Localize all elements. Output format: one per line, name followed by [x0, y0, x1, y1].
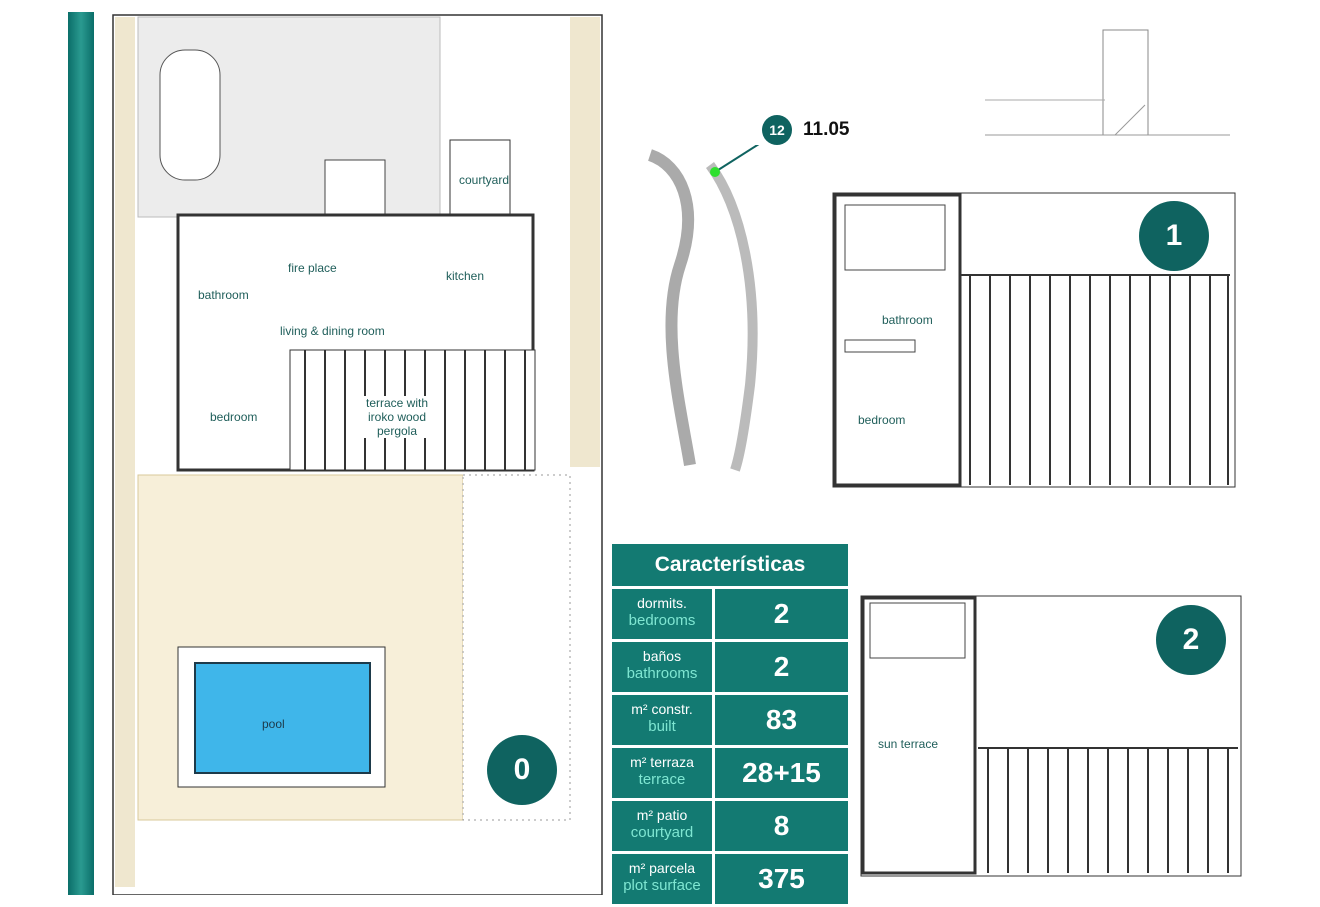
- room-label: fire place: [288, 261, 337, 275]
- features-title: Características: [612, 544, 848, 586]
- location-dot: [710, 167, 720, 177]
- room-label: terrace with iroko wood pergola: [352, 396, 442, 438]
- level-badge-1: 1: [1139, 201, 1209, 271]
- value: 2: [715, 589, 848, 639]
- label-es: m² constr.: [631, 701, 693, 717]
- value: 8: [715, 801, 848, 851]
- room-label: bathroom: [198, 288, 249, 302]
- label-en: bathrooms: [626, 665, 698, 682]
- table-row: dormits.bedrooms 2: [612, 589, 848, 639]
- planting-strip-right: [570, 17, 600, 467]
- value: 375: [715, 854, 848, 904]
- table-row: m² constr.built 83: [612, 695, 848, 745]
- elevation-sketch: [985, 29, 1230, 136]
- location-map: [647, 145, 760, 472]
- label-en: plot surface: [623, 877, 701, 894]
- level-badge-0: 0: [487, 735, 557, 805]
- label-es: baños: [642, 648, 682, 664]
- room-label: bathroom: [882, 313, 933, 327]
- room-label: bedroom: [210, 410, 258, 424]
- label-es: m² terraza: [630, 754, 694, 770]
- room-label: living & dining room: [280, 324, 385, 338]
- value: 83: [715, 695, 848, 745]
- room-label: sun terrace: [878, 737, 939, 751]
- label-en: bedrooms: [628, 612, 696, 629]
- first-floor-plan: [832, 192, 1236, 488]
- label-es: m² parcela: [628, 860, 696, 876]
- value: 2: [715, 642, 848, 692]
- room-label: kitchen: [446, 269, 485, 283]
- label-en: built: [648, 718, 676, 735]
- value: 28+15: [715, 748, 848, 798]
- planting-strip-left: [115, 17, 135, 887]
- ground-floor-plan: [112, 14, 603, 895]
- level-badge-2: 2: [1156, 605, 1226, 675]
- stairs: [324, 159, 386, 216]
- location-marker: 12: [762, 115, 792, 145]
- pool: [194, 662, 371, 774]
- label-es: dormits.: [637, 595, 687, 611]
- label-en: terrace: [638, 771, 686, 788]
- car-icon: [159, 49, 221, 181]
- label-es: m² patio: [636, 807, 688, 823]
- label-en: courtyard: [630, 824, 694, 841]
- room-label: bedroom: [858, 413, 906, 427]
- room-label: pool: [262, 717, 285, 731]
- roof-plan: [860, 595, 1242, 877]
- room-label: courtyard: [459, 173, 510, 187]
- decorative-strip: [68, 12, 94, 895]
- elevation-value: 11.05: [803, 119, 850, 140]
